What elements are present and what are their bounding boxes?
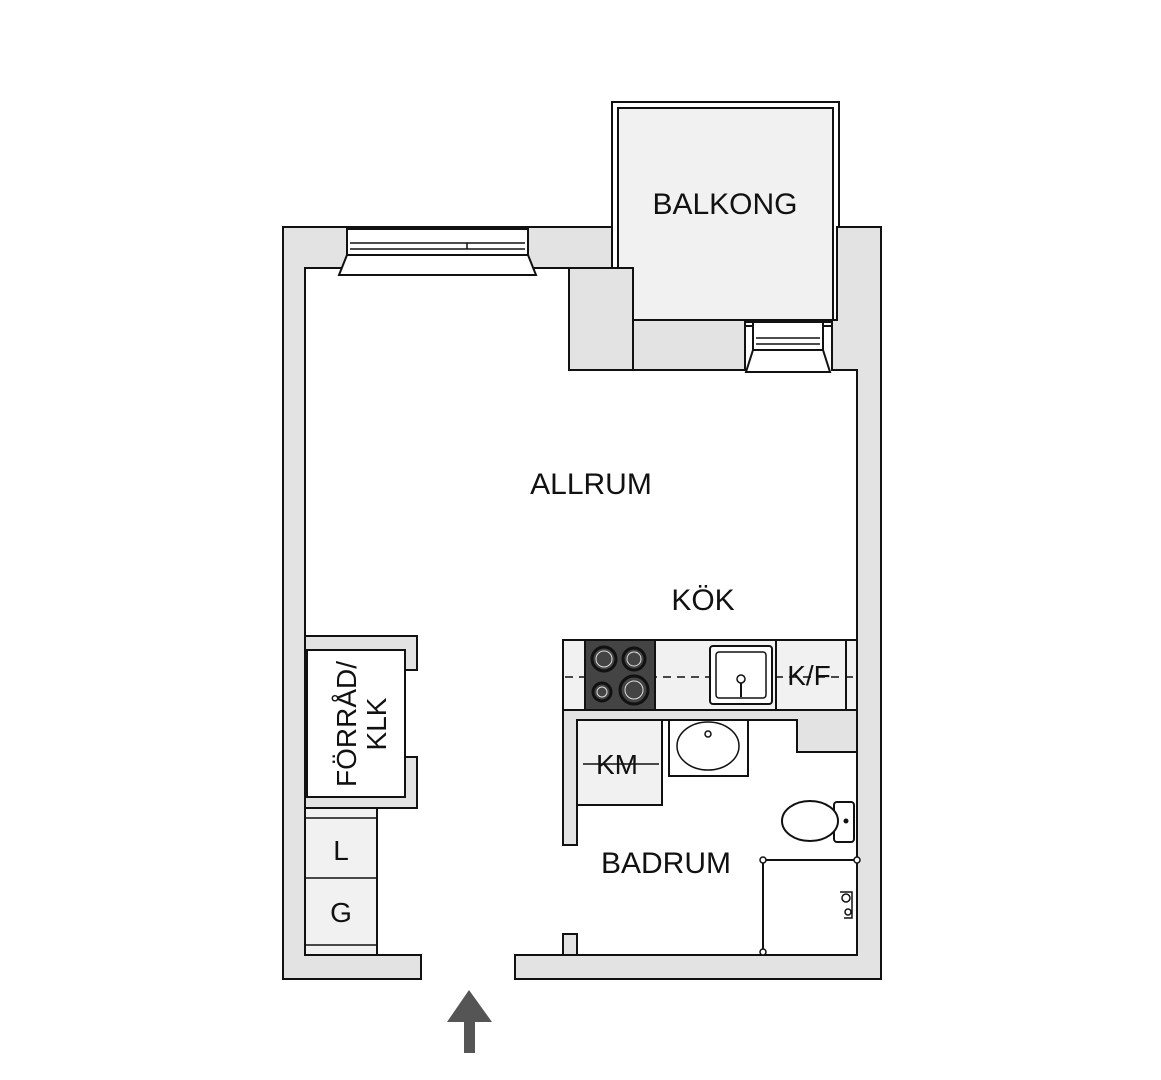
- stove-icon: [584, 639, 656, 711]
- washing-machine: [576, 719, 663, 806]
- wall-pillar: [568, 267, 634, 371]
- label-storage-line2: KLK: [361, 697, 392, 750]
- toilet-icon: [781, 800, 855, 843]
- wall-top-segment: [527, 226, 613, 269]
- label-balcony: BALKONG: [652, 188, 797, 221]
- label-storage-line1: FÖRRÅD/: [331, 661, 362, 787]
- sink-icon: [709, 645, 773, 705]
- label-closet-g: G: [330, 897, 352, 928]
- washbasin-icon: [668, 719, 749, 777]
- wardrobes: [304, 807, 378, 956]
- label-living-room: ALLRUM: [530, 468, 652, 501]
- label-fridge: K/F: [787, 660, 831, 691]
- label-closet-l: L: [333, 835, 349, 866]
- bathroom-walls: [562, 709, 858, 956]
- shower-icon: [759, 856, 861, 956]
- entrance-arrow-icon: [447, 990, 492, 1053]
- label-kitchen: KÖK: [671, 584, 734, 617]
- balcony-door: [744, 321, 832, 373]
- label-washer: KM: [596, 749, 638, 780]
- living-window: [337, 228, 538, 276]
- label-bathroom: BADRUM: [601, 847, 731, 880]
- storage-closet: [304, 635, 418, 809]
- balcony: [611, 101, 840, 327]
